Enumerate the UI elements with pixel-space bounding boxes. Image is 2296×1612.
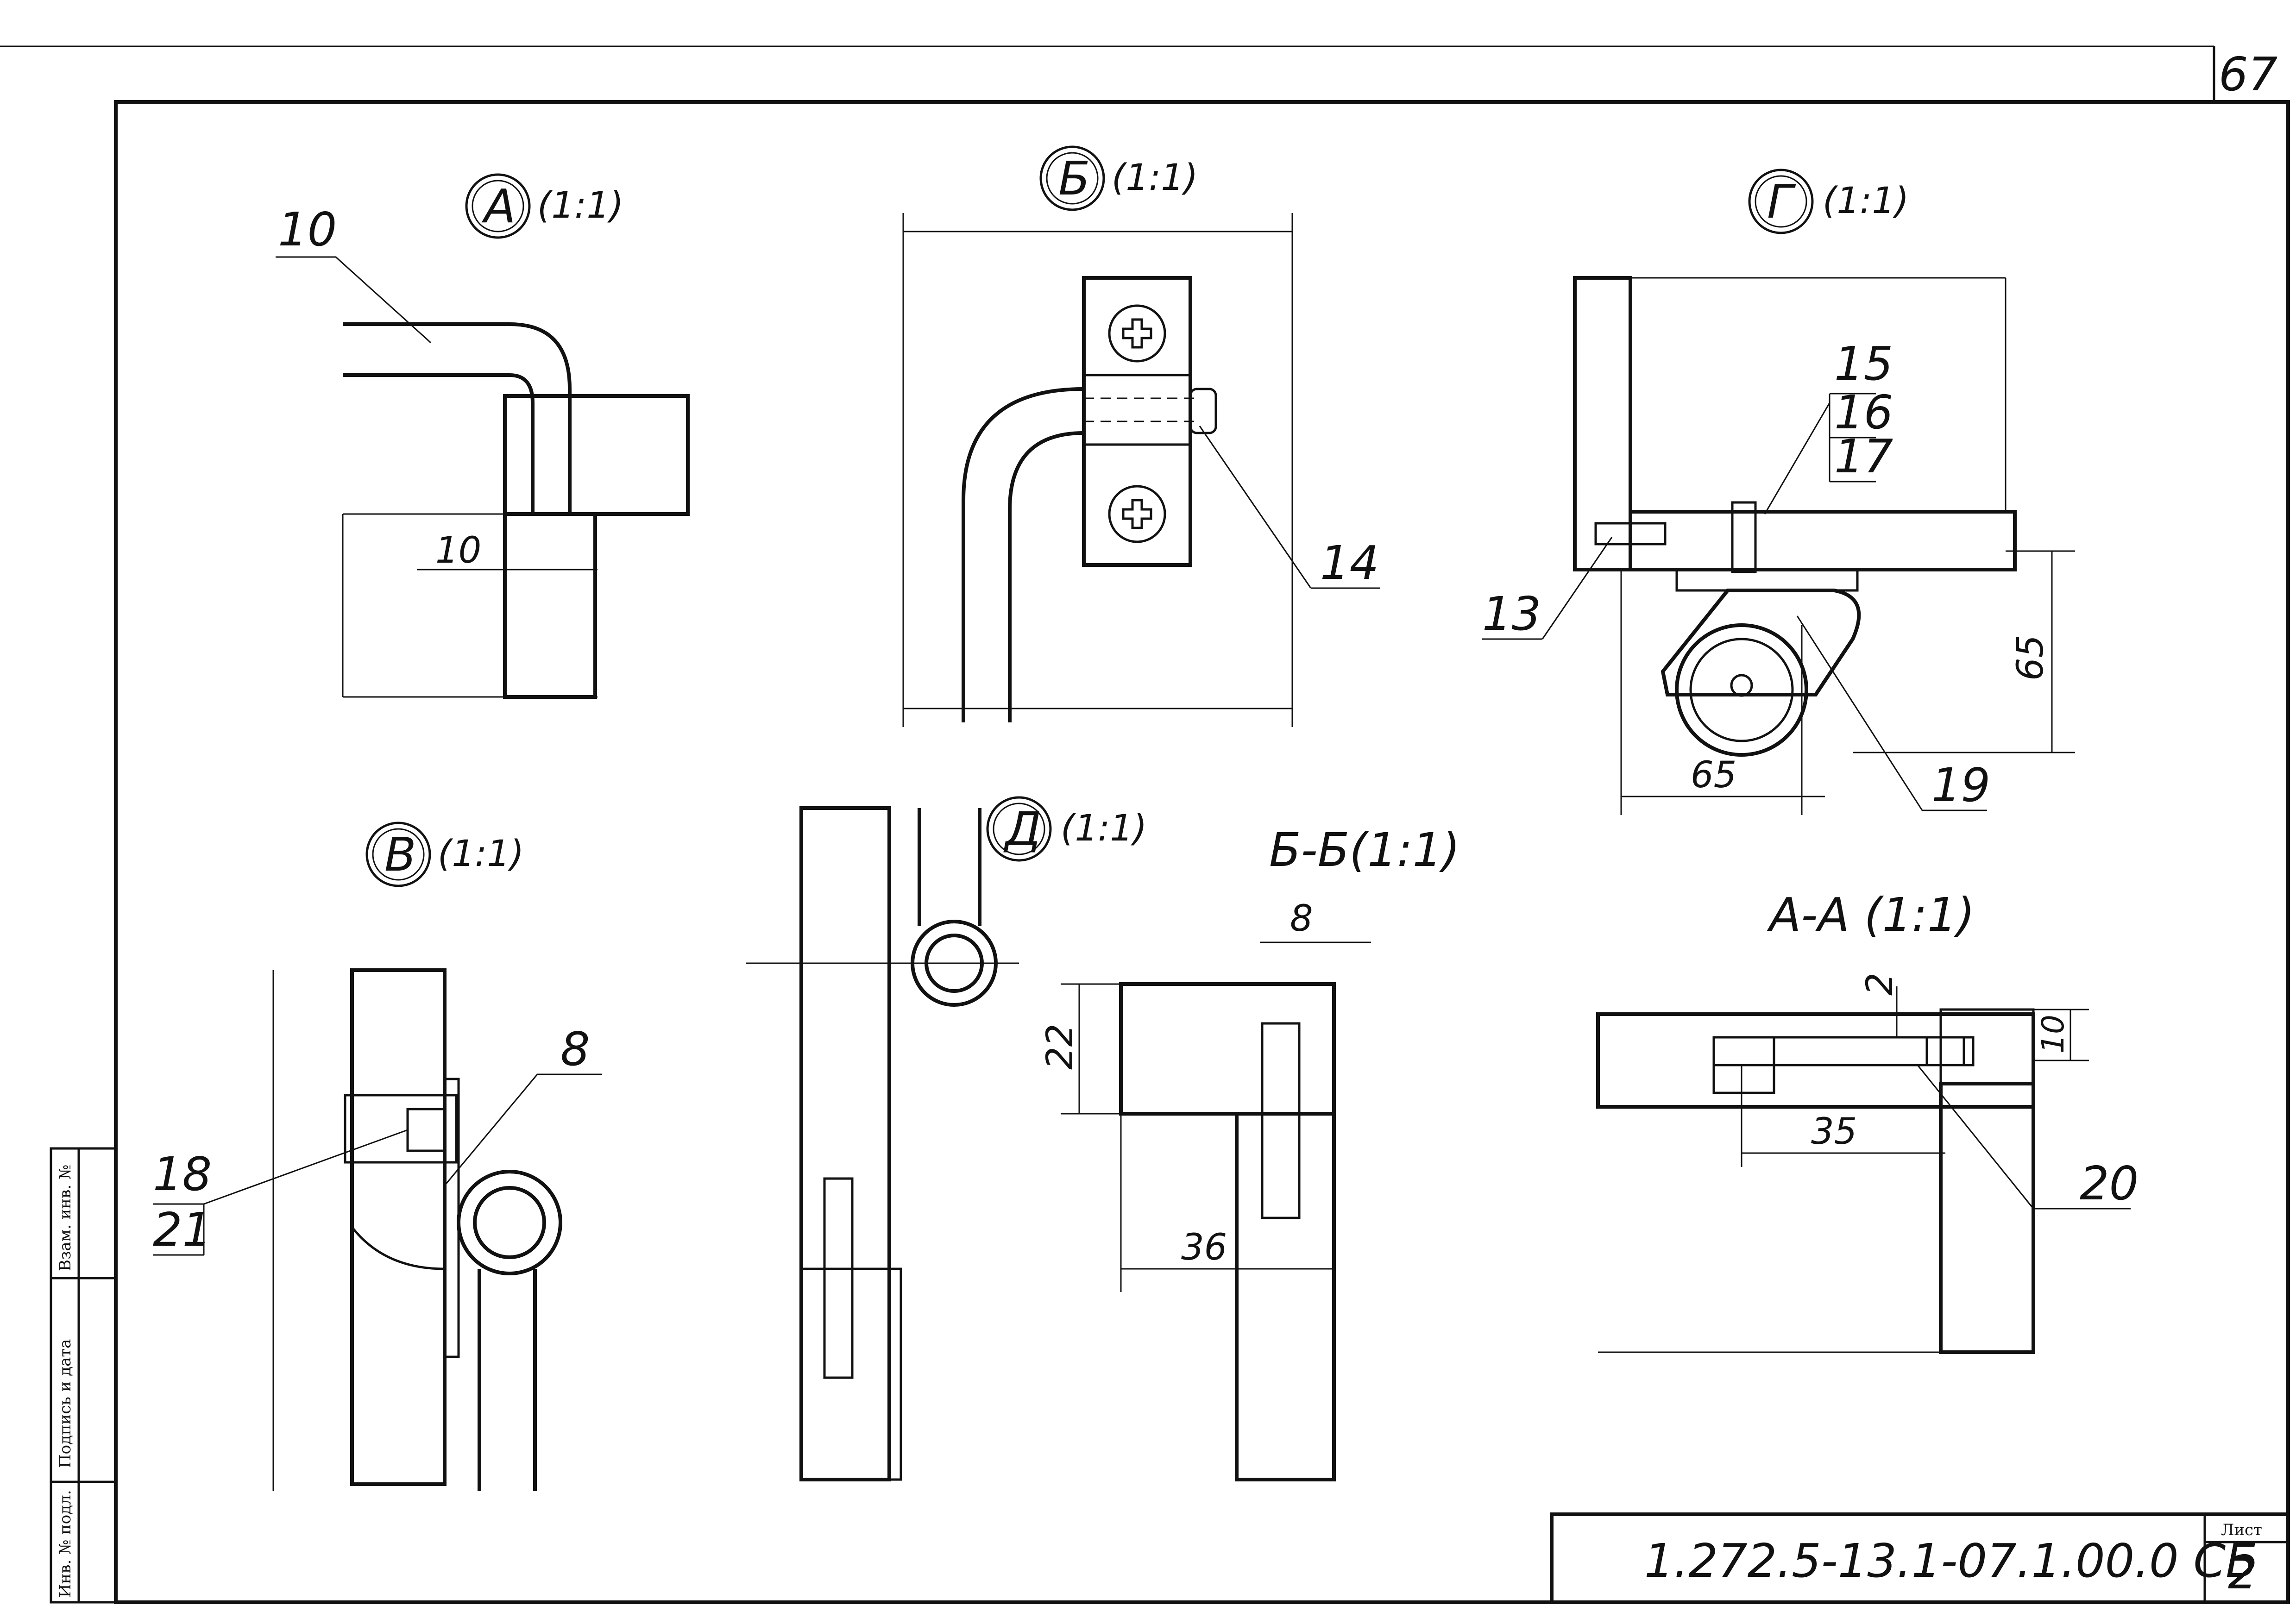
- view-g-label-13: 13: [1482, 587, 1541, 641]
- view-g-marker-ring: [1748, 169, 1814, 234]
- view-d-marker: Д: [1003, 802, 1041, 856]
- view-b-label-14: 14: [1320, 536, 1379, 590]
- view-a: А (1:1) 10 10: [276, 173, 690, 699]
- view-v-label-21: 21: [153, 1203, 212, 1257]
- view-d-marker-ring: [986, 796, 1052, 862]
- view-a-label-10: 10: [278, 202, 337, 257]
- stamp-ref-no: Взам. инв. №: [56, 1165, 75, 1271]
- view-v-label-8: 8: [560, 1022, 590, 1076]
- view-a-marker: А: [481, 179, 516, 233]
- view-a-label-10-dim: 10: [435, 530, 481, 571]
- view-d: Д (1:1): [746, 796, 1147, 1481]
- section-bb-label-36: 36: [1181, 1227, 1227, 1268]
- view-b-scale: (1:1): [1112, 157, 1198, 199]
- view-d-scale: (1:1): [1061, 808, 1147, 849]
- view-a-marker-ring: [465, 173, 531, 239]
- section-aa-label-35: 35: [1811, 1111, 1857, 1153]
- view-v: В (1:1) 8 18 21: [153, 822, 602, 1491]
- section-bb-label-22: 22: [1039, 1024, 1081, 1070]
- section-aa-label-10: 10: [2035, 1015, 2071, 1054]
- view-g-marker: Г: [1767, 175, 1796, 229]
- page-number: 67: [2219, 47, 2277, 101]
- section-bb: Б-Б(1:1) 8 22 36: [1039, 823, 1460, 1481]
- view-v-marker: В: [384, 828, 416, 882]
- sheet-number: 2: [2228, 1545, 2258, 1599]
- section-aa-title: А-А (1:1): [1767, 888, 1975, 942]
- view-g-label-65-horizontal: 65: [1691, 754, 1736, 796]
- view-g-label-16: 16: [1834, 385, 1893, 439]
- view-b: Б (1:1) 14: [902, 145, 1380, 727]
- view-g-label-65-vertical: 65: [2010, 635, 2051, 681]
- view-g-scale: (1:1): [1823, 180, 1909, 222]
- view-v-scale: (1:1): [438, 833, 524, 875]
- section-aa: А-А (1:1) 2 10 35 20: [1596, 888, 2139, 1354]
- sheet-label: Лист: [2221, 1521, 2262, 1539]
- drawing-designation: 1.272.5-13.1-07.1.00.0 СБ: [1644, 1534, 2258, 1588]
- frame: 67 1.272.5-13.1-07.1.00.0 СБ Лист 2 Взам…: [0, 45, 2290, 1604]
- section-bb-label-8: 8: [1290, 898, 1313, 940]
- view-g-label-17: 17: [1834, 429, 1893, 483]
- section-bb-title: Б-Б(1:1): [1269, 823, 1460, 877]
- stamp-signature-date: Подпись и дата: [56, 1339, 75, 1468]
- view-g: Г (1:1) 15 16 17 13 19: [1482, 169, 2075, 815]
- view-b-marker-ring: [1039, 145, 1105, 211]
- stamp-inv-no: Инв. № подл.: [56, 1490, 75, 1598]
- view-g-label-15: 15: [1834, 337, 1893, 391]
- view-g-label-19: 19: [1931, 758, 1990, 812]
- view-v-marker-ring: [365, 822, 431, 887]
- view-b-marker: Б: [1058, 151, 1090, 206]
- view-a-scale: (1:1): [537, 185, 623, 226]
- view-v-label-18: 18: [153, 1147, 212, 1201]
- section-aa-label-20: 20: [2080, 1156, 2139, 1211]
- section-aa-label-2: 2: [1859, 972, 1901, 996]
